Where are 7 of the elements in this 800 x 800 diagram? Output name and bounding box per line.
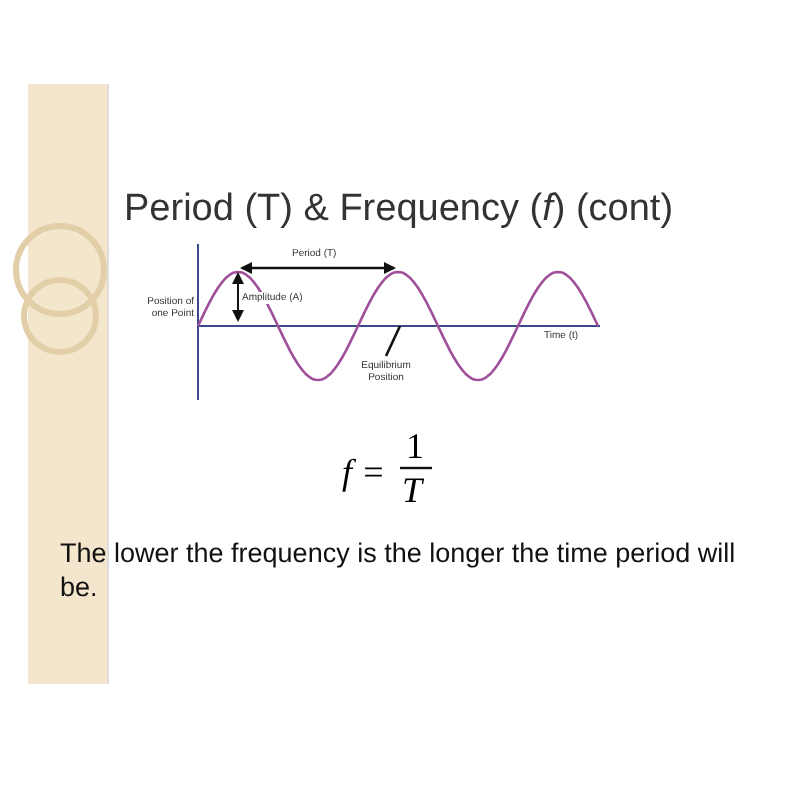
leader-line bbox=[384, 325, 402, 357]
formula-text: T bbox=[402, 470, 423, 512]
formula-text: f = bbox=[342, 452, 386, 494]
equilibrium-line bbox=[197, 325, 601, 327]
body-text: The lower the frequency is the longer the time period will be. bbox=[60, 536, 738, 604]
formula-text: 1 bbox=[406, 426, 424, 468]
slide-title: Period (T) & Frequency (f) (cont) bbox=[124, 188, 674, 232]
